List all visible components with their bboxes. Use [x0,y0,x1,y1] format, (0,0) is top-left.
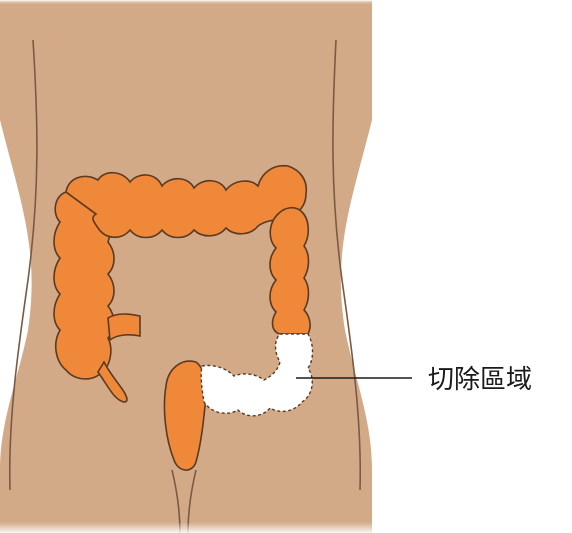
descending-colon [270,208,310,334]
callout-label: 切除區域 [428,365,532,395]
